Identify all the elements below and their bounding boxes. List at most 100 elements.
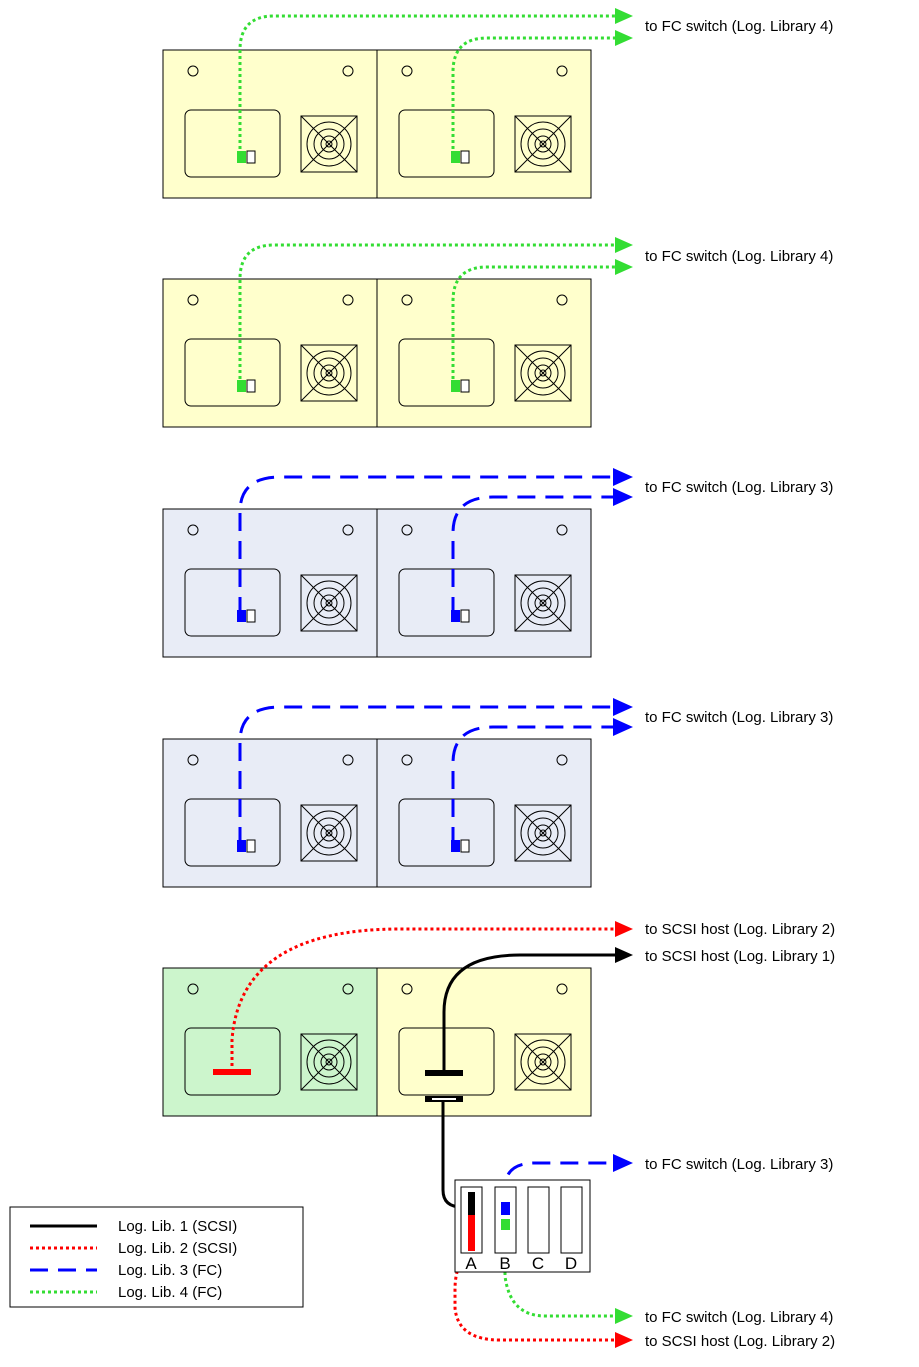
interface-panel [398,338,495,407]
screw-hole [556,983,568,995]
cable-lib4-row2-left [238,243,625,385]
arrowhead-blue [613,698,633,716]
arrowhead-red [615,1332,633,1348]
fan-icon-frame [300,804,358,862]
fan-icon-blade [300,804,358,862]
arrowhead-blue [613,718,633,736]
screw-hole [401,524,413,536]
fan-icon-ring [313,1046,345,1078]
port-connector [451,380,460,392]
dest-label-fc4: to FC switch (Log. Library 4) [645,248,833,265]
interface-panel [184,798,281,867]
fan-icon-ring [306,350,352,396]
arrowhead-green [615,1308,633,1324]
port-connector [451,610,460,622]
screw-hole [342,294,354,306]
fan-icon-blade [514,574,572,632]
fan-icon-frame [514,1033,572,1091]
dest-label-fc3: to FC switch (Log. Library 3) [645,479,833,496]
card-connector-blue [501,1202,510,1215]
fan-icon-blade [300,1033,358,1091]
cable-lib3-row4-right [451,725,625,845]
screw-hole [187,524,199,536]
legend: Log. Lib. 1 (SCSI) Log. Lib. 2 (SCSI) Lo… [9,1206,304,1308]
fan-icon-frame [514,344,572,402]
fan-icon-ring [520,350,566,396]
fan-icon-ring [527,357,559,389]
fan-icon-ring [527,128,559,160]
fan-icon-ring [313,817,345,849]
drive-module [376,738,592,888]
fan-icon-ring [313,357,345,389]
fan-icon-ring [539,1058,547,1066]
port-empty [246,379,256,393]
slot-label-a: A [465,1254,477,1273]
port-empty [460,150,470,164]
fan-icon-ring [534,824,552,842]
card-connector-red [468,1215,475,1251]
fan-icon-ring [306,810,352,856]
dest-label-scsi2: to SCSI host (Log. Library 2) [645,921,835,938]
arrowhead-blue [613,1154,633,1172]
port-empty [246,609,256,623]
fan-icon-ring [539,599,547,607]
card-connector-black [468,1192,475,1230]
fan-icon-ring [325,1058,333,1066]
interface-panel [398,1027,495,1096]
drive-module [376,967,592,1117]
port-empty [246,150,256,164]
drive-module [376,508,592,658]
fan-icon-ring [534,364,552,382]
cable-lib3-row3-right [451,495,625,615]
fan-icon-frame [300,115,358,173]
fan-icon-ring [325,369,333,377]
port-empty [460,609,470,623]
fan-icon-blade [514,115,572,173]
fan-icon-ring [306,1039,352,1085]
port-connector [237,610,246,622]
legend-label-lib3: Log. Lib. 3 (FC) [118,1262,222,1279]
interface-panel [184,109,281,178]
legend-label-lib1: Log. Lib. 1 (SCSI) [118,1218,237,1235]
fan-icon-ring [325,140,333,148]
fan-icon-ring [320,1053,338,1071]
fan-icon-ring [539,140,547,148]
fan-icon-ring [313,128,345,160]
fan-icon-ring [534,135,552,153]
fan-icon-ring [520,810,566,856]
screw-hole [342,983,354,995]
arrowhead-green [615,259,633,275]
screw-hole [187,65,199,77]
arrowhead-green [615,30,633,46]
fan-icon-frame [514,115,572,173]
fan-icon-ring [527,587,559,619]
fan-icon-ring [527,1046,559,1078]
fan-icon-blade [300,574,358,632]
fan-icon-ring [306,121,352,167]
cable-lib4-row2-right [451,265,625,385]
card-connector-green [501,1219,510,1230]
screw-hole [187,983,199,995]
screw-hole [401,65,413,77]
interface-panel [184,338,281,407]
fan-icon-ring [520,580,566,626]
screw-hole [556,294,568,306]
port-connector [237,151,246,163]
card-slot-d [560,1186,583,1254]
arrowhead-black [615,947,633,963]
screw-hole [187,754,199,766]
fan-icon-ring [320,364,338,382]
arrowhead-green [615,237,633,253]
drive-module [376,49,592,199]
fan-icon-ring [306,580,352,626]
fan-icon-ring [313,587,345,619]
fan-icon-ring [320,824,338,842]
scsi-connector-black-top [425,1070,463,1076]
fan-icon-frame [300,1033,358,1091]
fan-icon-ring [539,369,547,377]
screw-hole [342,754,354,766]
interface-panel [398,109,495,178]
fan-icon-ring [520,121,566,167]
fan-icon-blade [300,115,358,173]
